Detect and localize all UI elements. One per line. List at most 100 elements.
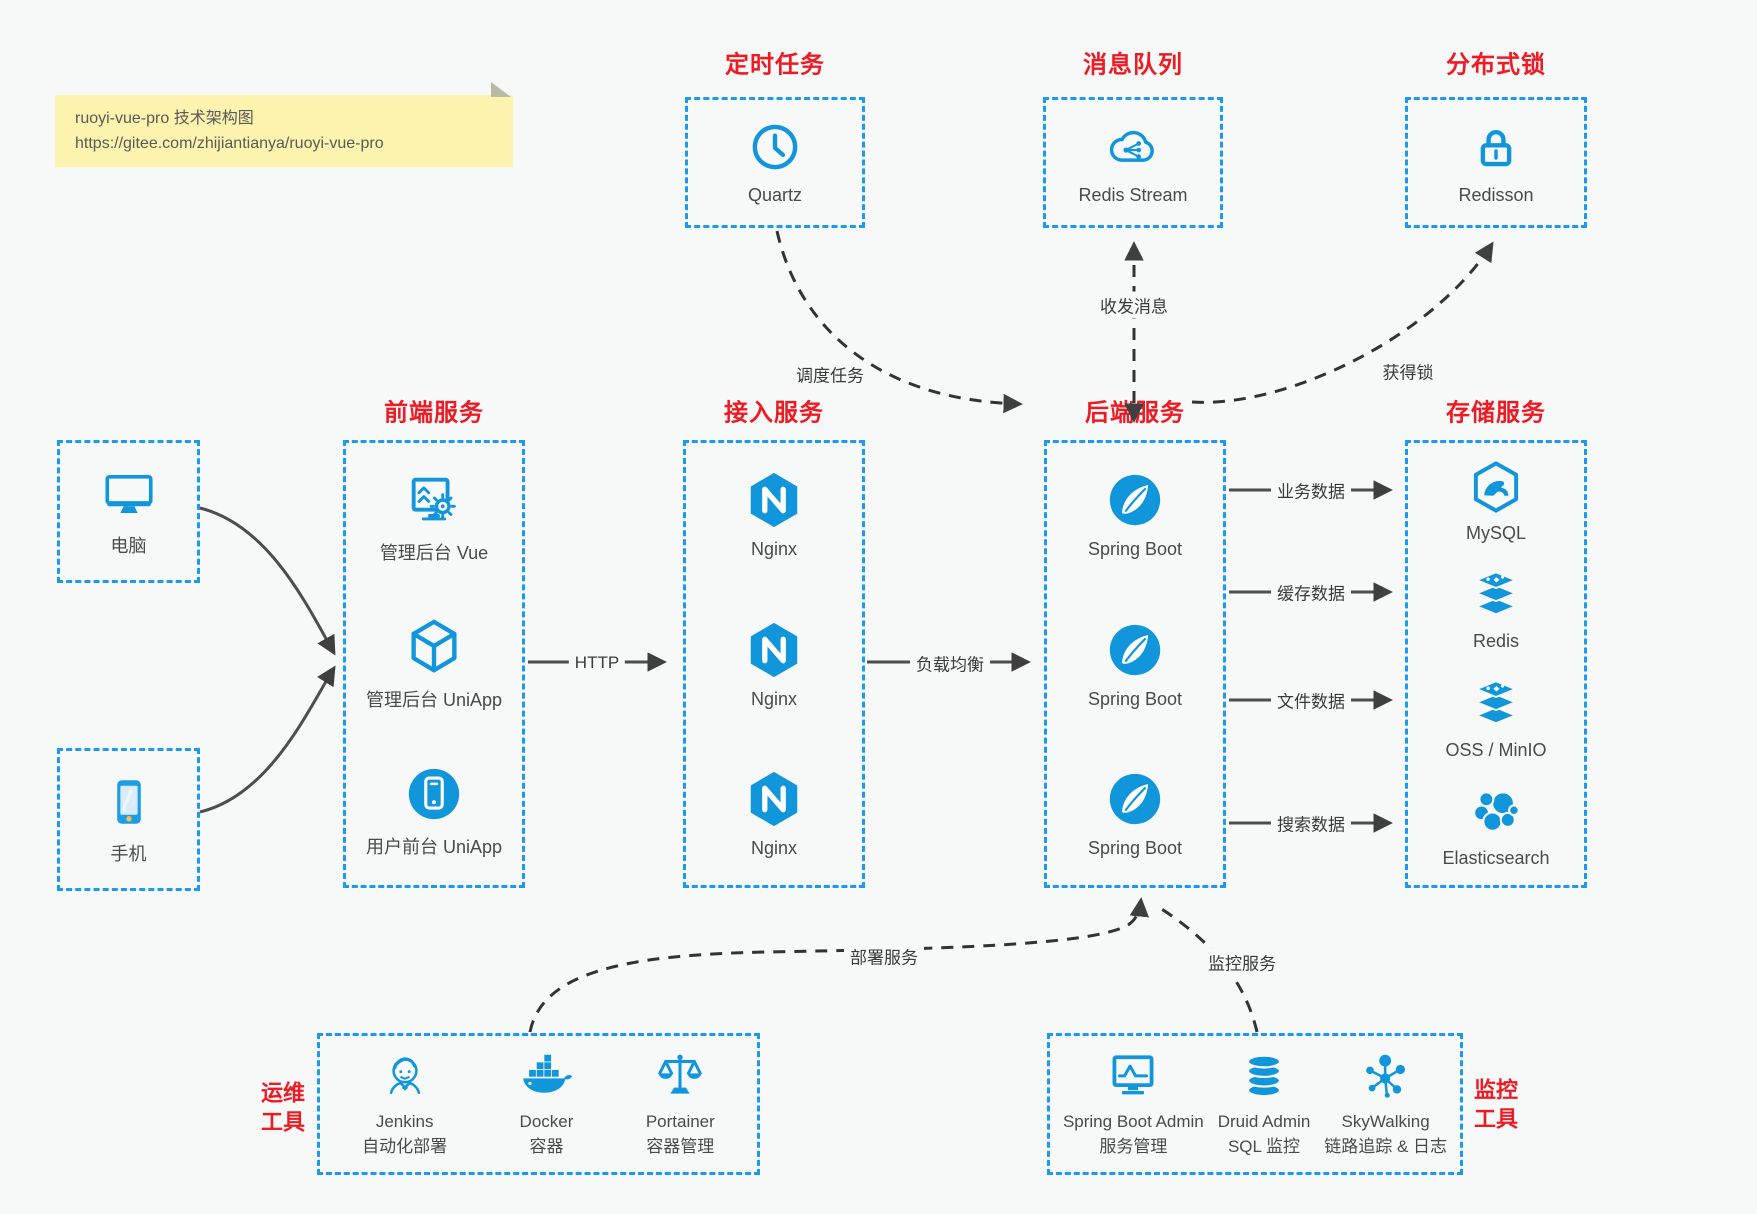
lock-icon: [1468, 119, 1524, 175]
cube-icon: [403, 616, 465, 678]
sticky-note: ruoyi-vue-pro 技术架构图 https://gitee.com/zh…: [55, 82, 513, 167]
nginx-icon: [743, 469, 805, 531]
elasticsearch-label: Elasticsearch: [1442, 847, 1550, 868]
mobile-label: 手机: [110, 844, 147, 864]
spring-boot-label-1: Spring Boot: [1087, 539, 1183, 559]
admin-vue-label: 管理后台 Vue: [379, 543, 489, 563]
node-jenkins: Jenkins 自动化部署: [362, 1048, 447, 1159]
node-redis: Redis: [1468, 567, 1524, 652]
redis-stack-icon: [1468, 567, 1524, 623]
elasticsearch-icon: [1468, 784, 1524, 840]
quartz-label: Quartz: [747, 185, 803, 205]
edge-label-deploy: 部署服务: [844, 942, 924, 970]
section-title-scheduled-jobs: 定时任务: [725, 51, 825, 79]
note-title: ruoyi-vue-pro 技术架构图: [75, 110, 254, 127]
ops-tools-title: 运维 工具: [261, 1079, 305, 1136]
node-oss-minio: OSS / MinIO: [1445, 676, 1547, 761]
edge-label-business-data: 业务数据: [1271, 476, 1351, 504]
box-backend: Spring Boot Spring Boot Spring Boot: [1044, 440, 1226, 888]
spring-boot-admin-label: Spring Boot Admin 服务管理: [1063, 1110, 1204, 1159]
database-icon: [1237, 1048, 1291, 1102]
box-ops-tools: Jenkins 自动化部署 Docker 容器 Portainer 容器管理: [317, 1033, 760, 1175]
node-admin-vue: 管理后台 Vue: [380, 469, 488, 565]
spring-boot-icon: [1104, 469, 1166, 531]
ops-tools-title-line1: 运维: [260, 1080, 306, 1106]
node-docker: Docker 容器: [519, 1048, 573, 1159]
node-nginx-2: Nginx: [743, 619, 805, 710]
edge-label-load-balance: 负载均衡: [910, 649, 990, 677]
monitor-tools-title-line2: 工具: [1473, 1106, 1519, 1131]
jenkins-caption: 自动化部署: [362, 1137, 448, 1156]
jenkins-label: Jenkins 自动化部署: [362, 1110, 447, 1159]
jenkins-icon: [378, 1048, 432, 1102]
docker-label: Docker 容器: [520, 1110, 574, 1159]
edge-pc-to-frontend: [199, 506, 336, 656]
node-admin-uniapp: 管理后台 UniApp: [366, 616, 502, 712]
skywalking-name: SkyWalking: [1341, 1112, 1430, 1132]
section-title-backend: 后端服务: [1085, 399, 1185, 427]
edge-label-lock: 获得锁: [1376, 357, 1440, 385]
admin-uniapp-label: 管理后台 UniApp: [365, 690, 503, 710]
monitor-chart-icon: [1106, 1048, 1160, 1102]
section-title-gateway: 接入服务: [724, 399, 824, 427]
cloud-message-icon: [1105, 119, 1161, 175]
edge-label-cache-data: 缓存数据: [1271, 578, 1351, 606]
nginx-label-3: Nginx: [750, 838, 798, 858]
box-redisson: Redisson: [1405, 97, 1587, 228]
ops-tools-title-line2: 工具: [260, 1109, 306, 1134]
druid-admin-name: Druid Admin: [1217, 1112, 1311, 1132]
admin-vue-icon: [403, 469, 465, 531]
edge-label-monitor: 监控服务: [1202, 948, 1282, 976]
portainer-name: Portainer: [645, 1112, 715, 1132]
note-fold-corner: [491, 82, 511, 97]
monitor-tools-title-line1: 监控: [1473, 1077, 1519, 1103]
docker-icon: [519, 1048, 573, 1102]
computer-icon: [100, 465, 158, 523]
user-uniapp-label: 用户前台 UniApp: [365, 837, 503, 857]
oss-minio-label: OSS / MinIO: [1445, 739, 1547, 760]
skywalking-label: SkyWalking 链路追踪 & 日志: [1324, 1110, 1447, 1159]
edge-acquire-lock: [1191, 241, 1494, 404]
spring-boot-admin-caption: 服务管理: [1099, 1137, 1168, 1156]
note-url: https://gitee.com/zhijiantianya/ruoyi-vu…: [75, 134, 384, 152]
monitor-tools-title: 监控 工具: [1474, 1076, 1518, 1133]
spring-boot-icon: [1104, 768, 1166, 830]
node-druid-admin: Druid Admin SQL 监控: [1217, 1048, 1311, 1159]
box-redis-stream: Redis Stream: [1043, 97, 1223, 228]
edge-deploy-service: [528, 897, 1150, 1033]
section-title-storage: 存储服务: [1446, 399, 1546, 427]
box-client-pc: 电脑: [57, 440, 200, 583]
section-title-distributed-lock: 分布式锁: [1446, 51, 1546, 79]
redis-stream-label: Redis Stream: [1078, 185, 1188, 205]
node-nginx-3: Nginx: [743, 768, 805, 859]
spring-boot-label-2: Spring Boot: [1087, 688, 1183, 709]
clock-icon: [747, 119, 803, 175]
redis-label: Redis: [1472, 631, 1520, 652]
nginx-label-1: Nginx: [750, 539, 798, 559]
node-elasticsearch: Elasticsearch: [1442, 784, 1550, 869]
storage-stack-icon: [1468, 676, 1524, 732]
edge-label-messaging: 收发消息: [1094, 291, 1174, 319]
pc-label: 电脑: [110, 536, 147, 556]
edge-label-search-data: 搜索数据: [1271, 809, 1351, 837]
portainer-label: Portainer 容器管理: [646, 1110, 715, 1159]
node-spring-boot-admin: Spring Boot Admin 服务管理: [1063, 1048, 1204, 1159]
box-monitor-tools: Spring Boot Admin 服务管理 Druid Admin SQL 监…: [1047, 1033, 1463, 1175]
node-spring-boot-2: Spring Boot: [1088, 619, 1182, 710]
box-storage: MySQL Redis OSS / MinIO Elasticsearch: [1405, 440, 1587, 888]
node-nginx-1: Nginx: [743, 469, 805, 560]
spring-boot-icon: [1104, 619, 1166, 681]
node-spring-boot-3: Spring Boot: [1088, 768, 1182, 859]
mobile-app-icon: [403, 763, 465, 825]
box-frontend: 管理后台 Vue 管理后台 UniApp 用户前台 UniApp: [343, 440, 525, 888]
docker-caption: 容器: [529, 1137, 564, 1156]
mysql-label: MySQL: [1465, 523, 1526, 543]
jenkins-name: Jenkins: [375, 1112, 434, 1132]
node-spring-boot-1: Spring Boot: [1088, 469, 1182, 560]
node-skywalking: SkyWalking 链路追踪 & 日志: [1324, 1048, 1447, 1159]
druid-admin-caption: SQL 监控: [1227, 1137, 1301, 1156]
nginx-label-2: Nginx: [750, 688, 798, 709]
portainer-icon: [653, 1048, 707, 1102]
node-mysql: MySQL: [1466, 459, 1526, 544]
